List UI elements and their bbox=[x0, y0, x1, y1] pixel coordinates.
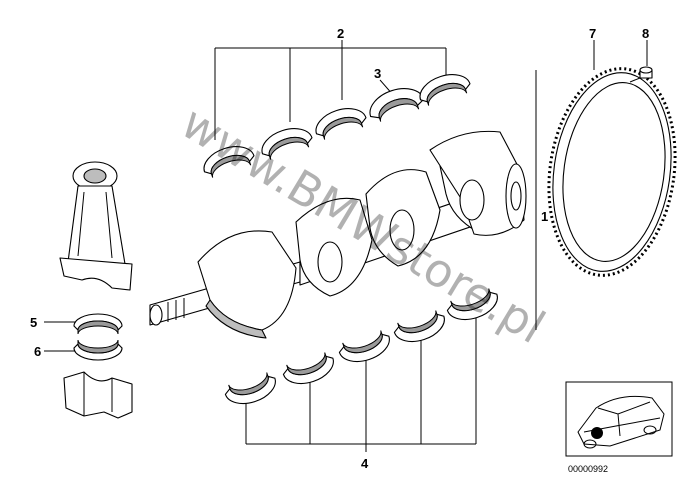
callout-3: 3 bbox=[374, 66, 381, 81]
leader-lines bbox=[44, 40, 648, 452]
callout-7: 7 bbox=[589, 26, 596, 41]
connecting-rod bbox=[59, 161, 133, 291]
main-bearing-shells-lower bbox=[224, 288, 498, 405]
thumbnail-caption: 00000992 bbox=[568, 464, 608, 474]
tone-ring bbox=[547, 67, 677, 277]
callout-numbers: 2 3 1 7 8 5 6 4 bbox=[30, 26, 649, 471]
callout-1: 1 bbox=[541, 209, 548, 224]
conrod-bearing-shells bbox=[73, 313, 123, 361]
callout-4: 4 bbox=[361, 456, 369, 471]
rod-cap bbox=[63, 371, 133, 419]
location-marker bbox=[591, 427, 603, 439]
callout-2: 2 bbox=[337, 26, 344, 41]
car-location-thumbnail: 00000992 bbox=[565, 381, 673, 474]
ring-bolt bbox=[629, 66, 653, 83]
callout-8: 8 bbox=[642, 26, 649, 41]
crankshaft bbox=[149, 130, 527, 339]
callout-5: 5 bbox=[30, 315, 37, 330]
callout-6: 6 bbox=[34, 344, 41, 359]
